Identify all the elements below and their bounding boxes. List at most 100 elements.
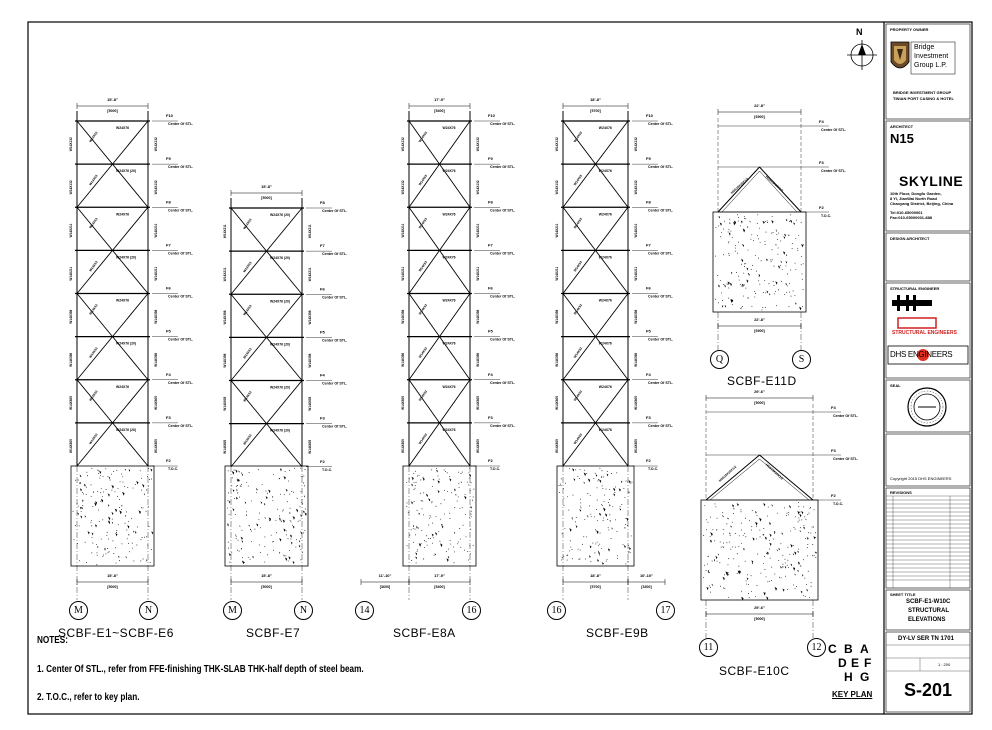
brace-label: HSS10X10X1/2 xyxy=(765,463,784,481)
concrete-dot xyxy=(797,247,799,249)
concrete-dot xyxy=(710,591,711,593)
concrete-aggregate xyxy=(624,527,626,530)
concrete-dot xyxy=(779,264,781,266)
concrete-dot xyxy=(796,586,798,588)
concrete-dot xyxy=(302,476,304,478)
concrete-aggregate xyxy=(434,553,436,556)
concrete-dot xyxy=(457,496,459,498)
concrete-dot xyxy=(762,292,764,294)
concrete-dot xyxy=(282,510,284,512)
key-plan-letter: G xyxy=(860,670,870,684)
concrete-dot xyxy=(424,546,426,548)
concrete-dot xyxy=(596,520,598,522)
concrete-dot xyxy=(777,247,779,249)
concrete-dot xyxy=(131,547,133,549)
concrete-dot xyxy=(785,575,787,577)
concrete-dot xyxy=(743,263,745,265)
concrete-aggregate xyxy=(96,563,98,566)
architect-firm: SKYLINE xyxy=(899,173,964,189)
concrete-dot xyxy=(453,562,455,564)
concrete-dot xyxy=(240,548,242,550)
column-label: W14X132 xyxy=(401,137,405,151)
concrete-dot xyxy=(136,526,138,528)
concrete-aggregate xyxy=(709,539,712,544)
concrete-aggregate xyxy=(232,508,235,512)
concrete-dot xyxy=(81,491,83,493)
level-note: T.O.C. xyxy=(648,467,658,471)
concrete-dot xyxy=(438,478,440,480)
concrete-dot xyxy=(128,534,130,536)
concrete-dot xyxy=(721,231,722,233)
concrete-dot xyxy=(145,510,147,512)
top-dimension-mm: [5000] xyxy=(261,196,271,200)
concrete-dot xyxy=(136,544,138,546)
concrete-dot xyxy=(771,215,773,217)
concrete-dot xyxy=(728,541,730,543)
level-note: Center Of STL. xyxy=(648,424,673,428)
concrete-aggregate xyxy=(285,488,288,492)
concrete-dot xyxy=(431,501,433,502)
concrete-aggregate xyxy=(785,218,788,222)
concrete-dot xyxy=(738,535,740,537)
concrete-dot xyxy=(300,538,302,540)
concrete-dot xyxy=(768,580,770,582)
concrete-dot xyxy=(124,522,126,524)
beam-label: W24X76 xyxy=(443,126,456,130)
concrete-aggregate xyxy=(236,479,239,482)
key-plan-letter: H xyxy=(844,670,853,684)
concrete-dot xyxy=(247,485,249,487)
concrete-dot xyxy=(748,597,750,599)
beam-label: W24X76 xyxy=(443,299,456,303)
concrete-dot xyxy=(468,484,470,486)
concrete-aggregate xyxy=(464,495,467,500)
key-plan-letter: F xyxy=(864,656,872,670)
concrete-dot xyxy=(105,468,107,470)
level-tag: F7 xyxy=(646,242,651,247)
concrete-dot xyxy=(472,496,474,498)
concrete-dot xyxy=(302,503,304,505)
concrete-dot xyxy=(231,552,233,554)
concrete-aggregate xyxy=(583,472,587,477)
concrete-dot xyxy=(740,509,742,511)
brace-label: W14X53 xyxy=(88,389,98,401)
concrete-dot xyxy=(429,517,430,519)
concrete-dot xyxy=(112,540,114,542)
concrete-dot xyxy=(96,552,98,554)
level-note: Center Of STL. xyxy=(168,381,193,385)
grid-bubble-11: 11 xyxy=(699,638,718,657)
concrete-dot xyxy=(758,257,759,259)
concrete-dot xyxy=(809,596,810,598)
concrete-dot xyxy=(107,552,109,554)
concrete-aggregate xyxy=(596,530,599,535)
concrete-dot xyxy=(472,544,474,546)
concrete-dot xyxy=(580,510,582,511)
concrete-dot xyxy=(756,270,757,272)
concrete-dot xyxy=(705,570,707,572)
concrete-dot xyxy=(719,562,721,564)
concrete-dot xyxy=(579,558,581,560)
concrete-dot xyxy=(470,513,472,515)
concrete-dot xyxy=(602,520,604,522)
level-note: Center Of STL. xyxy=(322,295,347,299)
concrete-aggregate xyxy=(740,220,743,224)
concrete-aggregate xyxy=(238,496,240,498)
concrete-aggregate xyxy=(119,510,122,515)
column-label: W14X132 xyxy=(154,180,158,194)
brace-label: HSS10X10X1/2 xyxy=(730,177,749,195)
firm-fax: Fax:010-65000001-888 xyxy=(890,215,933,220)
key-plan-letter: E xyxy=(851,656,860,670)
concrete-aggregate xyxy=(724,284,726,287)
concrete-dot xyxy=(759,227,761,229)
project-line-2: TINIAN PORT CASINO & HOTEL xyxy=(893,96,954,101)
concrete-dot xyxy=(237,539,239,541)
concrete-aggregate xyxy=(583,481,585,485)
concrete-dot xyxy=(750,529,752,531)
concrete-dot xyxy=(709,516,711,518)
concrete-aggregate xyxy=(774,586,778,591)
concrete-aggregate xyxy=(122,491,125,496)
concrete-aggregate xyxy=(611,527,613,530)
level-note: Center Of STL. xyxy=(648,165,673,169)
concrete-dot xyxy=(453,546,455,548)
concrete-dot xyxy=(630,482,632,484)
concrete-aggregate xyxy=(241,560,245,565)
